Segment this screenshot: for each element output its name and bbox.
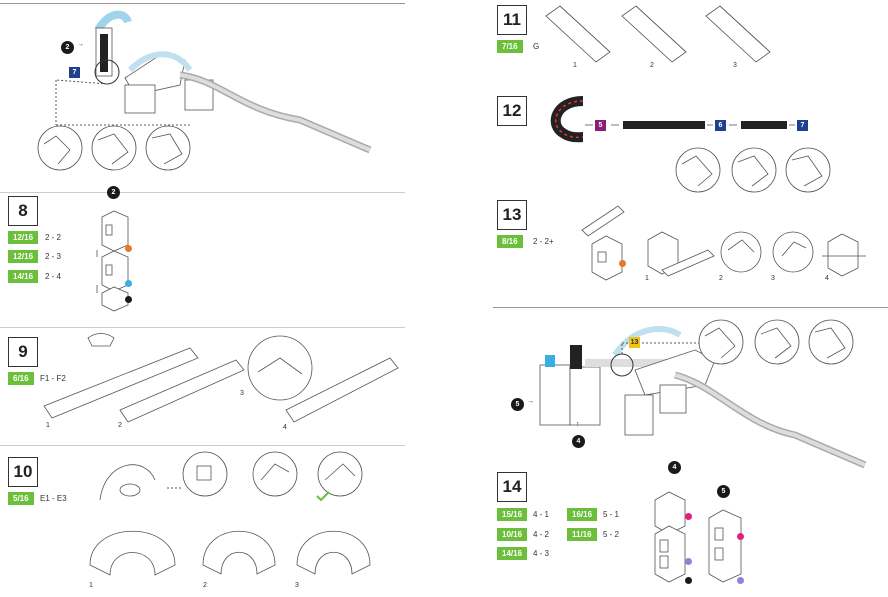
callout-arrow: → <box>77 41 84 48</box>
rule-step10 <box>0 445 405 446</box>
overview-detail-circles <box>698 319 854 365</box>
orange-marker <box>125 245 132 252</box>
part-ref: E1 - E3 <box>40 494 67 503</box>
step-number: 11 <box>497 5 527 35</box>
part-ref: 2 - 3 <box>45 252 62 261</box>
callout-5: 5 <box>717 485 730 498</box>
part-ref: 4 - 2 <box>533 530 550 539</box>
tag-6: 6 <box>715 120 726 131</box>
callout-arrow: → <box>527 398 534 405</box>
part-count: 11/16 <box>567 528 597 541</box>
tower-assembly-diagram <box>96 210 129 312</box>
part-count: 5/16 <box>8 492 34 505</box>
rail-g-diagram <box>545 5 771 63</box>
callout-arrow: ↑ <box>576 421 580 428</box>
rail-assembly-diagram <box>43 333 399 423</box>
cyan-marker <box>125 280 132 287</box>
part-count: 16/16 <box>567 508 598 521</box>
part-count: 14/16 <box>8 270 39 283</box>
part-ref: 2 - 4 <box>45 272 62 281</box>
part-ref: 4 - 3 <box>533 549 550 558</box>
part-count: 6/16 <box>8 372 34 385</box>
track-connect-diagram <box>550 96 795 143</box>
sub-1: 1 <box>573 62 577 69</box>
step-number: 8 <box>8 196 38 226</box>
part-ref: 5 - 1 <box>603 510 620 519</box>
magenta-marker <box>737 533 744 540</box>
lavender-marker <box>737 577 744 584</box>
tag-7: 7 <box>69 67 80 78</box>
sub-1: 1 <box>89 582 93 589</box>
callout-2: 2 <box>107 186 120 199</box>
top-rule-left <box>0 3 405 4</box>
connect-detail-circles <box>675 147 831 193</box>
sub-3: 3 <box>295 582 299 589</box>
overview-track-illustration <box>55 10 372 154</box>
sub-2: 2 <box>203 582 207 589</box>
rule-step9 <box>0 327 405 328</box>
sub-2: 2 <box>118 422 122 429</box>
part-count: 12/16 <box>8 250 39 263</box>
step-number: 13 <box>497 200 527 230</box>
sub-4: 4 <box>825 275 829 282</box>
tag-7: 7 <box>797 120 808 131</box>
sub-1: 1 <box>46 422 50 429</box>
part-ref: 2 - 2+ <box>533 237 554 246</box>
part-count: 15/16 <box>497 508 528 521</box>
callout-4: 4 <box>572 435 585 448</box>
part-ref: 2 - 2 <box>45 233 62 242</box>
part-count: 14/16 <box>497 547 528 560</box>
curve-assembly-diagram <box>89 451 371 576</box>
step-number: 9 <box>8 337 38 367</box>
tag-5: 5 <box>595 120 606 131</box>
black-marker <box>685 577 692 584</box>
callout-2-top: 2 <box>61 41 74 54</box>
sub-3: 3 <box>733 62 737 69</box>
part-ref: F1 - F2 <box>40 374 66 383</box>
step-number: 10 <box>8 457 38 487</box>
part-ref: 4 - 1 <box>533 510 550 519</box>
callout-4: 4 <box>668 461 681 474</box>
tag-13: 13 <box>629 337 640 348</box>
rule-step8 <box>0 192 405 193</box>
sub-2: 2 <box>650 62 654 69</box>
sub-1: 1 <box>645 275 649 282</box>
part-count: 10/16 <box>497 528 528 541</box>
support-assembly-diagram <box>581 205 866 281</box>
overview-track-illustration <box>539 326 867 469</box>
part-ref: G <box>533 42 540 51</box>
part-count: 8/16 <box>497 235 523 248</box>
sub-4: 4 <box>283 424 287 431</box>
sub-3: 3 <box>240 390 244 397</box>
part-count: 12/16 <box>8 231 39 244</box>
lavender-marker <box>685 558 692 565</box>
sub-2: 2 <box>719 275 723 282</box>
black-marker <box>125 296 132 303</box>
step-number: 12 <box>497 96 527 126</box>
magenta-marker <box>685 513 692 520</box>
part-ref: 5 - 2 <box>603 530 620 539</box>
mid-rule-right <box>493 307 888 308</box>
step-number: 14 <box>497 472 527 502</box>
tower-assembly-diagram <box>654 491 742 583</box>
part-count: 7/16 <box>497 40 523 53</box>
orange-marker <box>619 260 626 267</box>
sub-3: 3 <box>771 275 775 282</box>
overview-detail-circles <box>37 125 191 171</box>
callout-5: 5 <box>511 398 524 411</box>
